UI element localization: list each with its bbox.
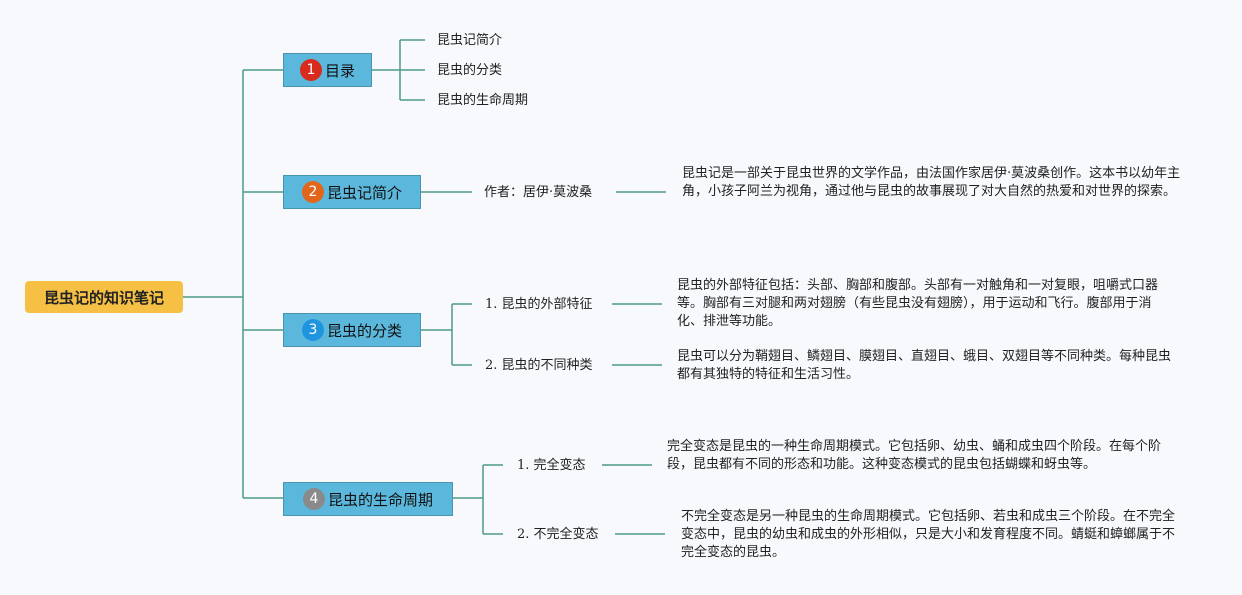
root-node[interactable]: 昆虫记的知识笔记: [25, 281, 183, 313]
number-badge-icon: 2: [301, 181, 324, 203]
detail-text: 完全变态是昆虫的一种生命周期模式。它包括卵、幼虫、蛹和成虫四个阶段。在每个阶段，…: [667, 439, 1162, 472]
detail-text: 昆虫的外部特征包括：头部、胸部和腹部。头部有一对触角和一对复眼，咀嚼式口器等。胸…: [677, 278, 1159, 329]
subtopic-label[interactable]: 昆虫的分类: [437, 63, 503, 78]
number-badge-icon: 1: [299, 59, 322, 81]
subtopic-label[interactable]: 昆虫记简介: [437, 33, 503, 48]
detail-text: 昆虫可以分为鞘翅目、鳞翅目、膜翅目、直翅目、蛾目、双翅目等不同种类。每种昆虫都有…: [677, 349, 1172, 382]
topic-label: 昆虫的分类: [326, 321, 402, 340]
detail-text: 不完全变态是另一种昆虫的生命周期模式。它包括卵、若虫和成虫三个阶段。在不完全变态…: [681, 509, 1176, 560]
topic-node-contents[interactable]: 1 目录: [283, 53, 372, 87]
subtopic-label[interactable]: 1. 完全变态: [517, 458, 586, 473]
topic-node-introduction[interactable]: 2 昆虫记简介: [283, 175, 421, 209]
subtopic-label[interactable]: 1. 昆虫的外部特征: [485, 297, 593, 312]
topic-label: 昆虫记简介: [326, 183, 402, 202]
number-badge-icon: 4: [302, 488, 325, 510]
topic-node-life-cycle[interactable]: 4 昆虫的生命周期: [283, 482, 453, 516]
detail-text: 昆虫记是一部关于昆虫世界的文学作品，由法国作家居伊·莫波桑创作。这本书以幼年主角…: [682, 166, 1181, 199]
subtopic-label[interactable]: 2. 昆虫的不同种类: [485, 358, 593, 373]
subtopic-label[interactable]: 昆虫的生命周期: [437, 93, 529, 108]
root-label: 昆虫记的知识笔记: [43, 288, 164, 307]
topic-label: 目录: [324, 61, 355, 80]
number-badge-icon: 3: [301, 319, 324, 341]
subtopic-label[interactable]: 作者：居伊·莫波桑: [484, 185, 593, 200]
topic-node-classification[interactable]: 3 昆虫的分类: [283, 313, 421, 347]
topic-label: 昆虫的生命周期: [327, 490, 433, 509]
subtopic-label[interactable]: 2. 不完全变态: [517, 527, 599, 542]
